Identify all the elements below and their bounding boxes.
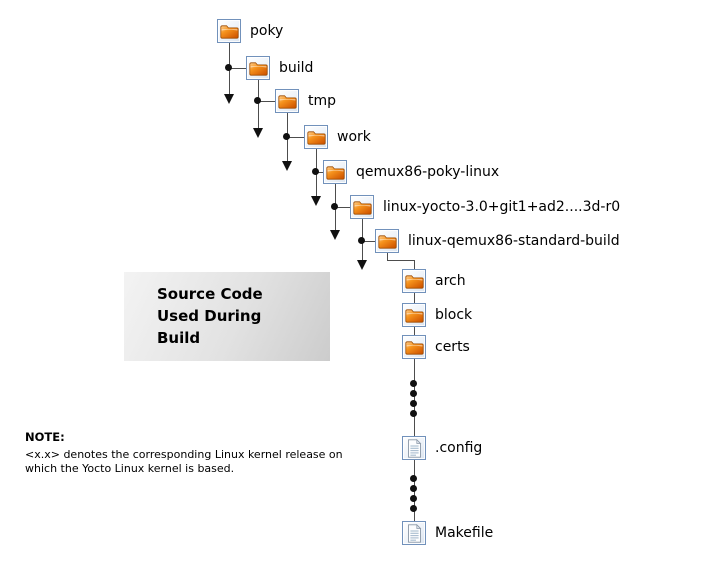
tree-node-linux-yocto: linux-yocto-3.0+git1+ad2....3d-r0 — [350, 195, 620, 219]
connector-line — [387, 253, 388, 261]
tree-node-certs: certs — [402, 335, 470, 359]
tree-node-label: qemux86-poky-linux — [356, 164, 500, 180]
tree-node-arch: arch — [402, 269, 466, 293]
ellipsis-dot — [410, 485, 417, 492]
branch-dot — [312, 168, 319, 175]
branch-dot — [283, 133, 290, 140]
tree-node-build: build — [246, 56, 313, 80]
tree-node-label: Makefile — [435, 525, 494, 541]
tree-node-label: tmp — [308, 93, 337, 109]
callout-box: Source Code Used During Build — [124, 272, 330, 361]
folder-icon — [402, 335, 426, 359]
connector-line — [258, 101, 275, 102]
tree-node-poky: poky — [217, 19, 283, 43]
ellipsis-dot — [410, 400, 417, 407]
document-icon — [402, 436, 426, 460]
branch-dot — [331, 203, 338, 210]
tree-node-label: linux-qemux86-standard-build — [408, 233, 620, 249]
folder-icon — [275, 89, 299, 113]
down-arrow-icon — [224, 94, 234, 104]
tree-node-label: certs — [435, 339, 470, 355]
folder-icon — [217, 19, 241, 43]
folder-icon — [304, 125, 328, 149]
connector-line — [229, 68, 246, 69]
folder-icon — [323, 160, 347, 184]
down-arrow-icon — [330, 230, 340, 240]
folder-icon — [375, 229, 399, 253]
tree-node-block: block — [402, 303, 472, 327]
branch-dot — [358, 237, 365, 244]
tree-node-label: work — [337, 129, 371, 145]
tree-node-linux-qemux86-standard-build: linux-qemux86-standard-build — [375, 229, 620, 253]
callout-line: Source Code — [157, 285, 263, 303]
ellipsis-dot — [410, 495, 417, 502]
branch-dot — [225, 64, 232, 71]
tree-node-work: work — [304, 125, 371, 149]
note-heading: NOTE: — [25, 430, 65, 444]
ellipsis-dot — [410, 505, 417, 512]
tree-node-config: .config — [402, 436, 482, 460]
down-arrow-icon — [282, 161, 292, 171]
connector-line — [335, 207, 350, 208]
tree-node-label: block — [435, 307, 473, 323]
tree-node-label: poky — [250, 23, 284, 39]
note-block: NOTE: <x.x> denotes the corresponding Li… — [25, 430, 385, 476]
callout-line: Build — [157, 329, 201, 347]
tree-node-qemux86-poky-linux: qemux86-poky-linux — [323, 160, 499, 184]
folder-icon — [350, 195, 374, 219]
branch-dot — [254, 97, 261, 104]
note-text: which the Yocto Linux kernel is based. — [25, 462, 235, 475]
down-arrow-icon — [253, 128, 263, 138]
tree-node-label: .config — [435, 440, 483, 456]
tree-node-label: linux-yocto-3.0+git1+ad2....3d-r0 — [383, 199, 621, 215]
connector-line — [258, 80, 259, 129]
connector-line — [287, 137, 304, 138]
connector-line — [316, 172, 323, 173]
tree-node-makefile: Makefile — [402, 521, 493, 545]
document-icon — [402, 521, 426, 545]
down-arrow-icon — [311, 196, 321, 206]
tree-node-label: build — [279, 60, 314, 76]
ellipsis-dot — [410, 475, 417, 482]
note-text: <x.x> denotes the corresponding Linux ke… — [25, 448, 343, 461]
ellipsis-dot — [410, 380, 417, 387]
connector-line — [362, 241, 375, 242]
tree-node-label: arch — [435, 273, 466, 289]
tree-node-tmp: tmp — [275, 89, 336, 113]
folder-icon — [246, 56, 270, 80]
connector-line — [387, 260, 414, 261]
folder-icon — [402, 303, 426, 327]
callout-line: Used During — [157, 307, 262, 325]
folder-icon — [402, 269, 426, 293]
ellipsis-dot — [410, 410, 417, 417]
ellipsis-dot — [410, 390, 417, 397]
down-arrow-icon — [357, 260, 367, 270]
